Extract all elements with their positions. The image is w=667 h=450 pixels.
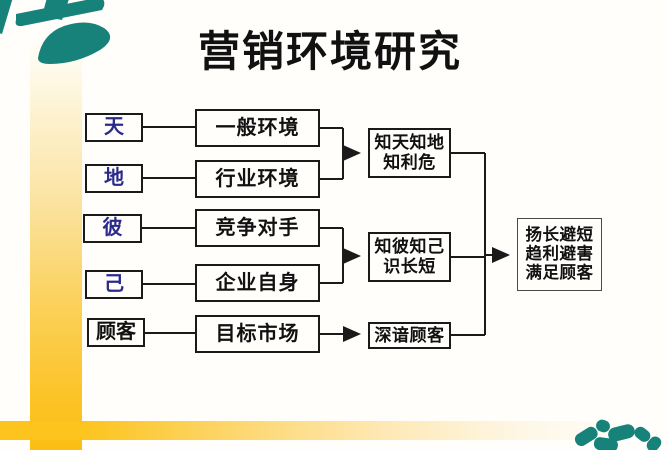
calligraphy-glyph-top-left-icon bbox=[0, 0, 111, 65]
flow-box-conclusion: 扬长避短 趋利避害 满足顾客 bbox=[517, 218, 602, 291]
flow-box-line: 知利危 bbox=[383, 153, 436, 172]
flow-box-competitors: 竞争对手 bbox=[195, 209, 320, 247]
flow-box-target-market: 目标市场 bbox=[195, 315, 320, 353]
flow-box-know-heaven-earth: 知天知地 知利危 bbox=[368, 128, 451, 178]
flow-box-label: 地 bbox=[104, 167, 124, 189]
flow-box-line: 知彼知己 bbox=[374, 237, 445, 257]
flow-box-label: 己 bbox=[104, 273, 124, 295]
flow-box-label: 天 bbox=[104, 116, 124, 138]
flow-box-self: 己 bbox=[85, 270, 143, 299]
flow-box-label: 行业环境 bbox=[215, 167, 300, 190]
flow-box-line: 扬长避短 bbox=[525, 225, 594, 245]
flow-box-label: 一般环境 bbox=[215, 116, 300, 139]
flow-box-label: 目标市场 bbox=[215, 322, 300, 345]
flow-box-label: 彼 bbox=[102, 217, 123, 239]
calligraphy-glyph-bottom-right-icon bbox=[574, 419, 662, 450]
flow-box-understand-customers: 深谙顾客 bbox=[368, 322, 451, 349]
flow-box-line: 满足顾客 bbox=[525, 262, 594, 282]
flow-box-line: 识长短 bbox=[383, 257, 436, 276]
flow-box-customer: 顾客 bbox=[87, 318, 145, 347]
flow-box-label: 竞争对手 bbox=[215, 216, 300, 239]
flow-box-label: 企业自身 bbox=[215, 271, 300, 294]
flow-box-heaven: 天 bbox=[85, 113, 143, 142]
flow-box-line: 知天知地 bbox=[374, 133, 445, 153]
flow-box-line: 深谙顾客 bbox=[374, 325, 445, 345]
flow-box-earth: 地 bbox=[85, 164, 143, 193]
gold-horizontal-bar bbox=[0, 421, 632, 440]
flow-box-line: 趋利避害 bbox=[525, 244, 594, 264]
flow-box-know-them-self: 知彼知己 识长短 bbox=[368, 232, 451, 282]
slide-title: 营销环境研究 bbox=[197, 30, 462, 76]
gold-vertical-bar bbox=[30, 38, 82, 450]
flow-box-label: 顾客 bbox=[96, 321, 136, 343]
flow-box-enterprise-itself: 企业自身 bbox=[195, 264, 320, 302]
flow-box-industry-environment: 行业环境 bbox=[195, 160, 320, 198]
flow-box-them: 彼 bbox=[83, 214, 142, 243]
flow-box-general-environment: 一般环境 bbox=[195, 109, 320, 147]
